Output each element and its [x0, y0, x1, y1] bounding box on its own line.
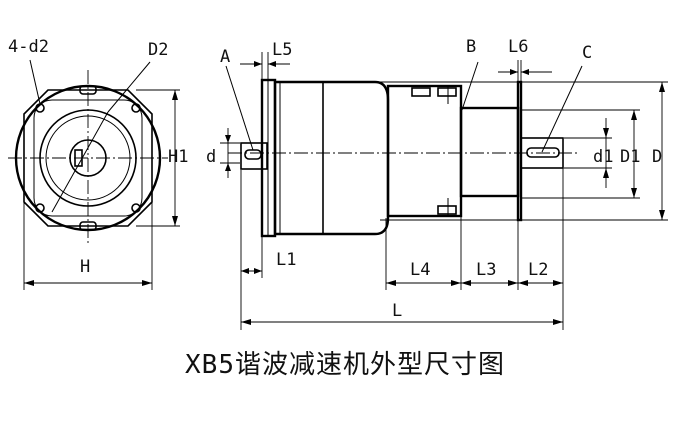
drawing-title: XB5谐波减速机外型尺寸图: [185, 350, 505, 380]
label-l3: L3: [476, 260, 496, 280]
label-h1: H1: [168, 147, 188, 167]
front-view: [8, 59, 180, 290]
label-c: C: [582, 43, 592, 63]
label-a: A: [220, 47, 230, 67]
label-d1: d1: [593, 147, 613, 167]
side-view: [220, 52, 668, 330]
label-l2: L2: [528, 260, 548, 280]
label-l4: L4: [410, 260, 430, 280]
label-big-d1: D1: [620, 147, 640, 167]
label-b: B: [466, 37, 476, 57]
label-holes: 4-d2: [8, 37, 49, 57]
label-d-left: d: [206, 147, 216, 167]
label-l: L: [392, 301, 402, 321]
label-big-d: D: [652, 147, 662, 167]
label-l1: L1: [276, 250, 296, 270]
label-l5: L5: [272, 40, 292, 60]
label-l6: L6: [508, 37, 528, 57]
label-h: H: [80, 257, 90, 277]
label-d2: D2: [148, 40, 168, 60]
